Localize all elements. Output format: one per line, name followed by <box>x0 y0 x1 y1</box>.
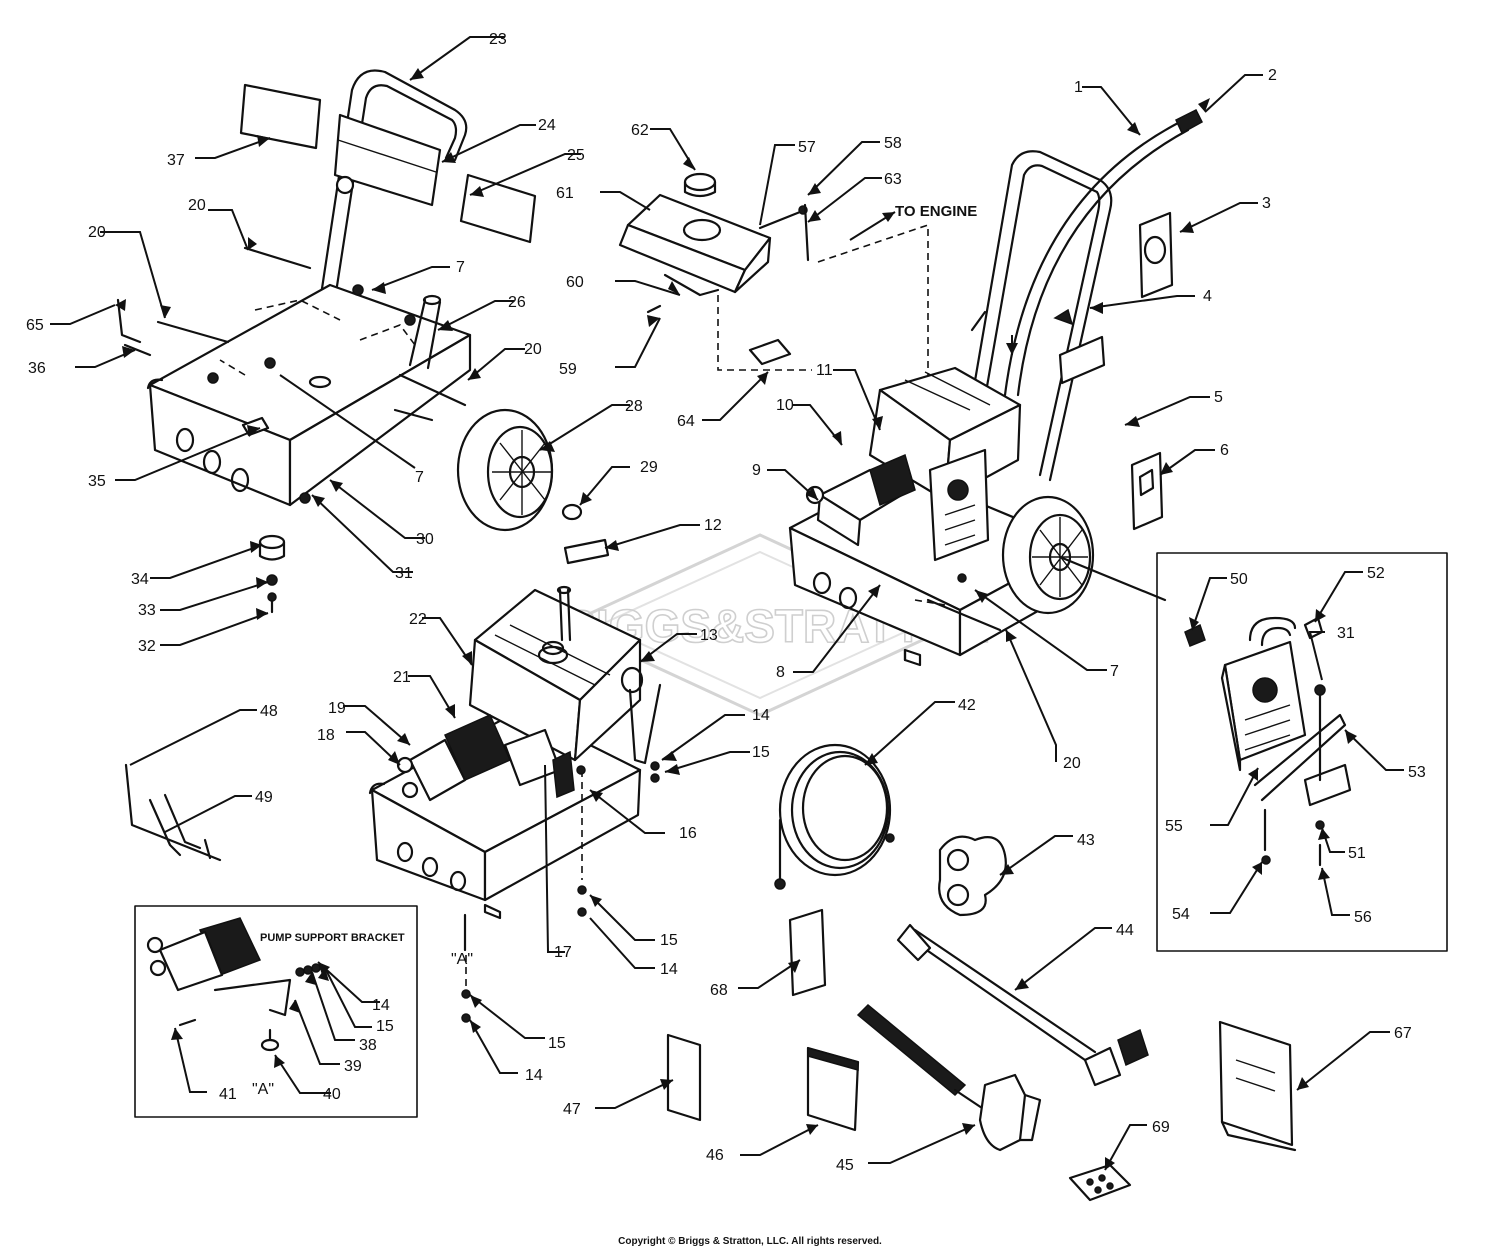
callout-68: 68 <box>710 982 728 999</box>
callout-54: 54 <box>1172 906 1190 923</box>
callout-9: 9 <box>752 462 761 479</box>
callout-2: 2 <box>1268 67 1277 84</box>
callout-17: 17 <box>554 944 572 961</box>
callout-38: 38 <box>359 1037 377 1054</box>
callout-59: 59 <box>559 361 577 378</box>
callout-35: 35 <box>88 473 106 490</box>
callout-4: 4 <box>1203 288 1212 305</box>
callout-61: 61 <box>556 185 574 202</box>
callout-21: 21 <box>393 669 411 686</box>
callout-45: 45 <box>836 1157 854 1174</box>
callout-32: 32 <box>138 638 156 655</box>
callout-10: 10 <box>776 397 794 414</box>
frame-assembly-left <box>116 69 583 614</box>
callout-40: 40 <box>323 1086 341 1103</box>
callout-53: 53 <box>1408 764 1426 781</box>
callout-7-top: 7 <box>456 259 465 276</box>
callout-46: 46 <box>706 1147 724 1164</box>
callout-14-a: 14 <box>525 1067 543 1084</box>
callout-20-top: 20 <box>188 197 206 214</box>
callout-22: 22 <box>409 611 427 628</box>
callout-6: 6 <box>1220 442 1229 459</box>
callout-14-right: 14 <box>752 707 770 724</box>
callout-11: 11 <box>816 362 833 379</box>
callout-49: 49 <box>255 789 273 806</box>
ref-a-inset: "A" <box>252 1081 274 1098</box>
copyright-notice: Copyright © Briggs & Stratton, LLC. All … <box>618 1236 882 1247</box>
callout-3: 3 <box>1262 195 1271 212</box>
callout-labels: 1 2 3 4 5 6 7 7 7 8 9 10 11 12 13 14 14 … <box>26 31 1426 1174</box>
engine-pump-assembly <box>368 538 662 1023</box>
ref-a-main: "A" <box>451 951 473 968</box>
callout-50: 50 <box>1230 571 1248 588</box>
callout-63: 63 <box>884 171 902 188</box>
callout-36: 36 <box>28 360 46 377</box>
diagram-notes: TO ENGINE "A" "A" <box>252 203 977 1098</box>
callout-39: 39 <box>344 1058 362 1075</box>
callout-19: 19 <box>328 700 346 717</box>
callout-43: 43 <box>1077 832 1095 849</box>
callout-8: 8 <box>776 664 785 681</box>
callout-52: 52 <box>1367 565 1385 582</box>
callout-14-lower: 14 <box>660 961 678 978</box>
callout-47: 47 <box>563 1101 581 1118</box>
callout-69: 69 <box>1152 1119 1170 1136</box>
callout-57: 57 <box>798 139 816 156</box>
callout-56: 56 <box>1354 909 1372 926</box>
callout-44: 44 <box>1116 922 1134 939</box>
callout-55: 55 <box>1165 818 1183 835</box>
callout-1: 1 <box>1074 79 1083 96</box>
callout-20-right: 20 <box>524 341 542 358</box>
callout-31-inset: 31 <box>1337 625 1355 642</box>
callout-29: 29 <box>640 459 658 476</box>
callout-26: 26 <box>508 294 526 311</box>
callout-24: 24 <box>538 117 556 134</box>
callout-33: 33 <box>138 602 156 619</box>
callout-34: 34 <box>131 571 149 588</box>
inset-muffler <box>1156 552 1448 952</box>
callout-7-unit: 7 <box>1110 663 1119 680</box>
callout-15-lower: 15 <box>660 932 678 949</box>
callout-18: 18 <box>317 727 335 744</box>
callout-58: 58 <box>884 135 902 152</box>
callout-37: 37 <box>167 152 185 169</box>
callout-23: 23 <box>489 31 507 48</box>
callout-64: 64 <box>677 413 695 430</box>
callout-12: 12 <box>704 517 722 534</box>
callout-41: 41 <box>219 1086 237 1103</box>
callout-15-inset: 15 <box>376 1018 394 1035</box>
callout-51: 51 <box>1348 845 1366 862</box>
callout-28: 28 <box>625 398 643 415</box>
callout-62: 62 <box>631 122 649 139</box>
callout-15-right: 15 <box>752 744 770 761</box>
callout-5: 5 <box>1214 389 1223 406</box>
callout-15-a: 15 <box>548 1035 566 1052</box>
pump-support-bracket-note: PUMP SUPPORT BRACKET <box>260 932 405 944</box>
callout-16: 16 <box>679 825 697 842</box>
callout-20-unit: 20 <box>1063 755 1081 772</box>
callout-67: 67 <box>1394 1025 1412 1042</box>
inset-pump-support-bracket: PUMP SUPPORT BRACKET <box>134 905 418 1118</box>
fuel-tank <box>618 172 929 380</box>
accessories <box>124 743 1297 1202</box>
callout-13: 13 <box>700 627 718 644</box>
arrowheads <box>115 68 1357 1170</box>
callout-14-inset: 14 <box>372 997 390 1014</box>
to-engine-note: TO ENGINE <box>895 203 977 220</box>
assembled-unit <box>788 108 1203 667</box>
callout-31-frame: 31 <box>395 565 413 582</box>
callout-20-left: 20 <box>88 224 106 241</box>
leader-lines <box>50 36 1404 1171</box>
callout-25: 25 <box>567 147 585 164</box>
callout-60: 60 <box>566 274 584 291</box>
callout-65: 65 <box>26 317 44 334</box>
callout-42: 42 <box>958 697 976 714</box>
callout-30: 30 <box>416 531 434 548</box>
callout-48: 48 <box>260 703 278 720</box>
callout-7-frame: 7 <box>415 469 424 486</box>
